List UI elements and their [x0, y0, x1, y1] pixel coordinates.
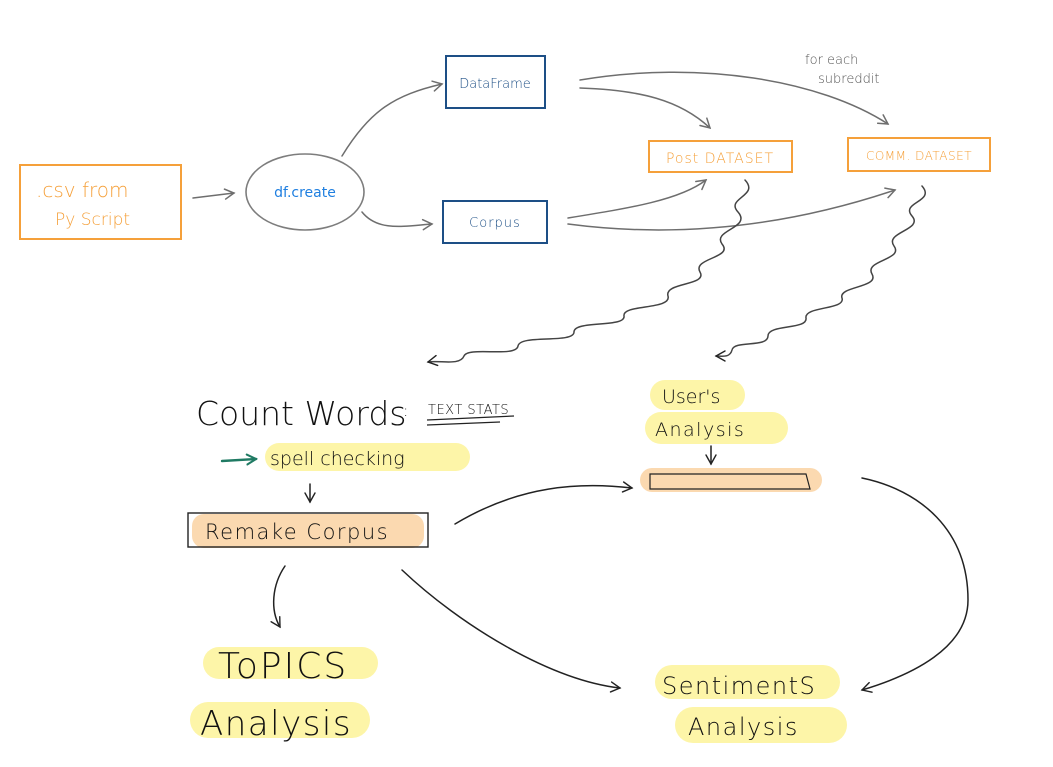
count-words-title: Count Words — [196, 394, 407, 433]
csv-source-node: .csv from Py Script — [19, 164, 182, 240]
sentiments-analysis-line1: SentimentS — [662, 672, 816, 700]
squiggle-post-to-count — [426, 179, 750, 367]
note-line2: subreddit — [818, 72, 880, 87]
users-analysis-line1: User's — [662, 386, 720, 408]
topics-highlight-2 — [190, 702, 370, 738]
csv-source-line2: Py Script — [55, 210, 130, 230]
text-stats-underline-1 — [426, 415, 515, 421]
corpus-node: Corpus — [442, 200, 548, 244]
remake-corpus-highlight — [192, 514, 424, 548]
users-analysis-bar — [649, 473, 811, 490]
corpus-box — [442, 200, 548, 244]
spell-checking-label: spell checking — [270, 448, 405, 470]
users-analysis-line2: Analysis — [655, 419, 745, 441]
text-stats-underline-2 — [426, 421, 501, 426]
arrow-create-to-dataframe — [341, 80, 444, 157]
text-stats-label: TEXT STATS — [428, 403, 509, 418]
users-highlight-2 — [645, 412, 788, 444]
arrow-corpus-to-comm — [567, 187, 897, 231]
remake-corpus-node: Remake Corpus — [187, 512, 429, 548]
users-analysis-node: User's Analysis — [649, 386, 811, 490]
comm-dataset-box — [847, 137, 991, 172]
df-create-node: df.create — [245, 153, 365, 231]
dataframe-box — [445, 55, 546, 109]
spell-checking-highlight — [265, 443, 470, 471]
arrow-remake-to-topics — [270, 565, 286, 629]
sentiments-analysis-line2: Analysis — [688, 713, 799, 741]
post-dataset-label: Post DATASET — [666, 151, 774, 167]
arrow-remake-to-users — [454, 481, 634, 525]
note-for-each-subreddit: for each subreddit — [805, 53, 880, 87]
df-create-label: df.create — [274, 185, 336, 201]
arrow-dataframe-to-comm — [579, 71, 890, 125]
note-line1: for each — [805, 53, 858, 68]
dataframe-label: DataFrame — [459, 77, 531, 92]
highlights — [190, 380, 847, 743]
arrow-remake-to-sentiments — [401, 569, 622, 693]
df-create-ellipse — [245, 153, 365, 231]
sentiments-analysis-node: SentimentS Analysis — [662, 672, 816, 741]
remake-corpus-label: Remake Corpus — [205, 520, 389, 544]
dataframe-node: DataFrame — [445, 55, 546, 109]
arrow-green-spell — [220, 459, 256, 461]
remake-corpus-box — [187, 512, 429, 548]
connectors — [192, 71, 969, 693]
squiggle-comm-to-users — [714, 185, 926, 362]
sentiments-highlight-2 — [675, 707, 847, 743]
count-words-section: Count Words : TEXT STATS spell checking — [196, 394, 515, 470]
arrow-corpus-to-post — [567, 179, 708, 219]
post-dataset-box — [648, 140, 793, 173]
arrow-users-to-sentiments — [860, 477, 969, 693]
topics-analysis-node: ToPICS Analysis — [200, 646, 352, 744]
topics-analysis-line2: Analysis — [200, 704, 352, 744]
stats-colon: : — [403, 401, 408, 420]
post-dataset-node: Post DATASET — [648, 140, 793, 173]
corpus-label: Corpus — [469, 216, 521, 231]
comm-dataset-node: COMM. DATASET — [847, 137, 991, 172]
csv-source-line1: .csv from — [36, 178, 129, 202]
users-highlight-1 — [650, 380, 745, 410]
topics-analysis-line1: ToPICS — [218, 646, 348, 687]
comm-dataset-label: COMM. DATASET — [866, 149, 972, 163]
topics-highlight-1 — [203, 647, 378, 679]
arrow-create-to-corpus — [361, 211, 434, 231]
arrow-dataframe-to-post — [579, 87, 712, 130]
csv-source-box — [19, 164, 182, 240]
sentiments-highlight-1 — [655, 665, 840, 699]
arrow-csv-to-create — [192, 188, 236, 200]
